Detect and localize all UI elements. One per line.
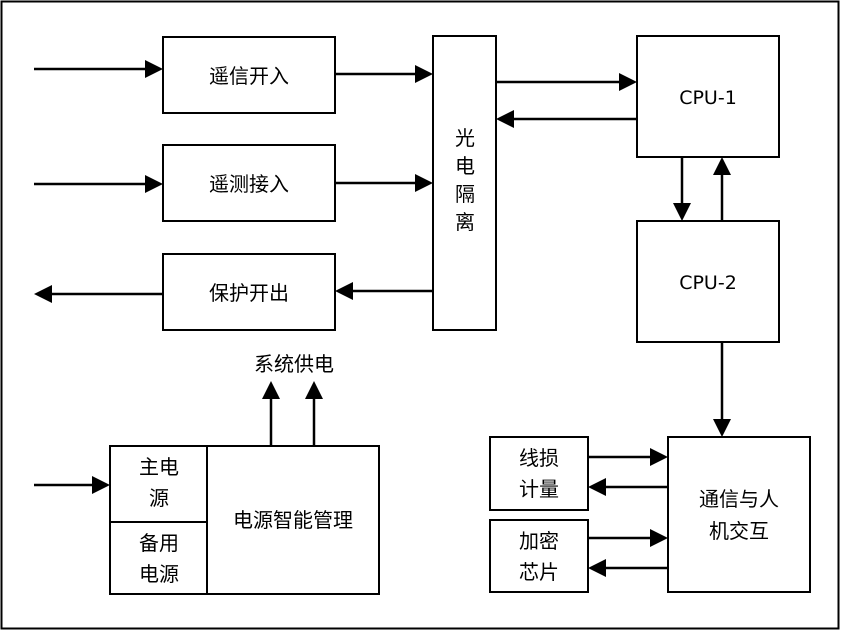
cpu1-label: CPU-1 xyxy=(679,87,737,109)
arrow-comm-to-encrypt-head xyxy=(588,559,606,577)
power-group: 主电 源 备用 电源 电源智能管理 xyxy=(109,445,380,595)
comm-hmi-line-2: 机交互 xyxy=(709,519,769,543)
remote-signal-in-label: 遥信开入 xyxy=(209,64,289,88)
protect-out-block: 保护开出 xyxy=(162,253,336,331)
cpu1-block: CPU-1 xyxy=(636,35,780,158)
opto-isolation-char-4: 离 xyxy=(455,210,475,234)
backup-power-line-2: 电源 xyxy=(139,562,179,586)
arrow-ext-to-measure-in-head xyxy=(145,175,163,193)
encrypt-chip-line-1: 加密 xyxy=(519,529,559,553)
cpu2-block: CPU-2 xyxy=(636,220,780,343)
arrow-signal-in-to-opto-head xyxy=(415,65,433,83)
remote-signal-in-block: 遥信开入 xyxy=(162,36,336,114)
arrow-opto-to-cpu1-head xyxy=(619,73,637,91)
connectors xyxy=(34,60,731,577)
arrow-cpu1-to-cpu2-head xyxy=(673,203,691,221)
arrow-cpu1-to-opto-head xyxy=(496,110,514,128)
arrow-encrypt-to-comm-head xyxy=(650,529,668,547)
remote-measure-in-label: 遥测接入 xyxy=(209,172,289,196)
remote-measure-in-block: 遥测接入 xyxy=(162,144,336,222)
main-power-line-2: 源 xyxy=(149,486,169,510)
line-loss-block: 线损 计量 xyxy=(489,436,589,511)
comm-hmi-block: 通信与人 机交互 xyxy=(667,436,811,593)
opto-isolation-char-3: 隔 xyxy=(455,182,475,206)
arrow-comm-to-lineloss-head xyxy=(588,478,606,496)
encrypt-chip-line-2: 芯片 xyxy=(519,560,559,584)
arrow-ext-to-main-power-head xyxy=(92,476,110,494)
system-power-label: 系统供电 xyxy=(254,352,334,376)
backup-power-line-1: 备用 xyxy=(139,531,179,555)
opto-isolation-char-1: 光 xyxy=(455,126,475,150)
line-loss-line-2: 计量 xyxy=(519,477,559,501)
comm-hmi-line-1: 通信与人 xyxy=(699,487,779,511)
arrow-cpu2-to-comm-head xyxy=(713,419,731,437)
arrow-measure-in-to-opto-head xyxy=(415,174,433,192)
main-power-line-1: 主电 xyxy=(139,455,179,479)
arrow-lineloss-to-comm-head xyxy=(650,448,668,466)
protect-out-label: 保护开出 xyxy=(209,281,289,305)
line-loss-line-1: 线损 xyxy=(519,446,559,470)
arrow-protect-out-to-ext-head xyxy=(34,285,52,303)
arrow-cpu2-to-cpu1-head xyxy=(713,157,731,175)
arrow-power-to-system-1-head xyxy=(262,381,280,399)
opto-isolation-char-2: 电 xyxy=(455,154,475,178)
arrow-ext-to-signal-in-head xyxy=(145,60,163,78)
cpu2-label: CPU-2 xyxy=(679,272,737,294)
opto-isolation-block: 光 电 隔 离 xyxy=(432,35,497,331)
power-management-label: 电源智能管理 xyxy=(233,508,353,532)
arrow-power-to-system-2-head xyxy=(305,381,323,399)
arrow-opto-to-protect-out-head xyxy=(335,282,353,300)
encrypt-chip-block: 加密 芯片 xyxy=(489,519,589,593)
